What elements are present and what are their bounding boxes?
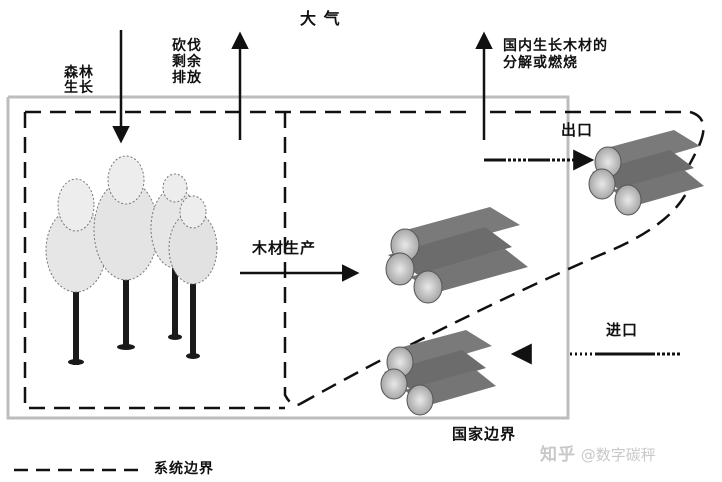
logging-residue-line-3: 排放 [172,70,202,86]
domestic-wood-line-2: 分解或燃烧 [503,55,578,71]
deciduous-tree-icon [168,195,218,359]
watermark-site: 知乎 [540,445,576,465]
system-boundary [23,110,705,410]
deciduous-tree-icon [93,155,159,350]
domestic-wood-line-1: 国内生长木材的 [503,38,608,54]
wood-production-label: 木材生产 [252,239,317,257]
legend-system-boundary-label: 系统边界 [154,461,214,477]
forest-growth-label: 森林 生长 [64,66,94,96]
log-pile-icon [588,130,704,216]
forest-growth-line-2: 生长 [64,80,94,96]
national-boundary-label: 国家边界 [452,425,517,443]
watermark-author: @数字碳秤 [580,446,656,464]
export-label: 出口 [561,121,594,139]
log-pile-icon [385,207,528,304]
forest-trees [45,155,218,365]
atmosphere-label: 大 气 [300,9,341,28]
import-label: 进口 [606,321,639,339]
deciduous-tree-icon [45,178,107,365]
national-boundary-line [6,95,570,420]
log-pile-icon [380,330,496,416]
forest-growth-line-1: 森林 [64,65,94,81]
logging-residue-line-2: 剩余 [172,54,202,70]
domestic-wood-label: 国内生长木材的 分解或燃烧 [503,38,608,72]
watermark: 知乎 @数字碳秤 [540,440,656,465]
logging-residue-line-1: 砍伐 [172,38,202,54]
logging-residue-label: 砍伐 剩余 排放 [172,38,202,86]
